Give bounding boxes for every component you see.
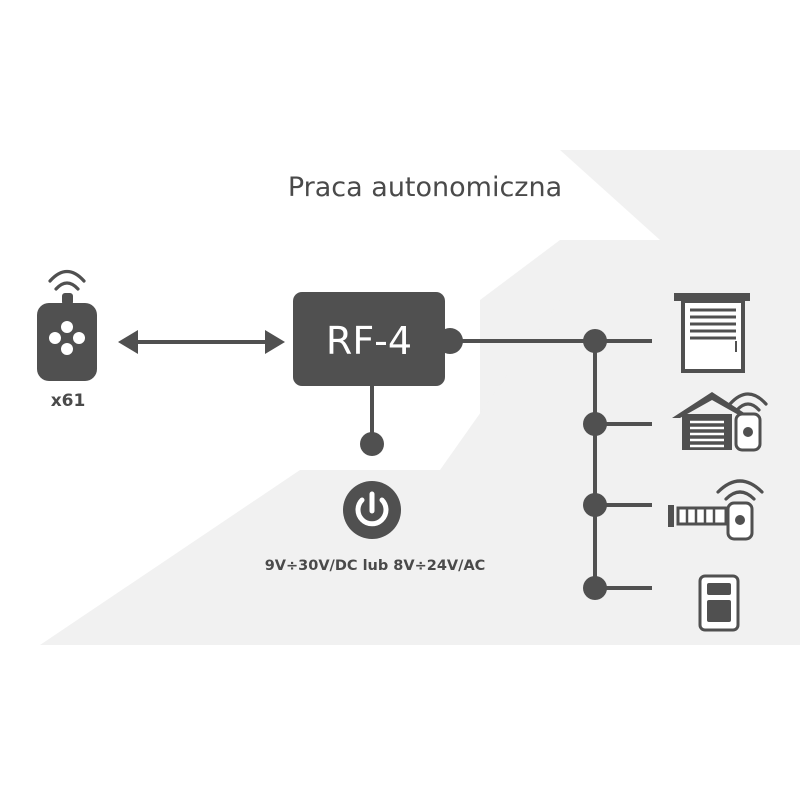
power-supply-label: 9V÷30V/DC lub 8V÷24V/AC xyxy=(264,558,486,574)
gate-icon xyxy=(668,479,764,541)
power-icon xyxy=(343,481,401,539)
bidirectional-arrow xyxy=(118,330,285,354)
remote-count-label: x61 xyxy=(50,391,86,411)
module-label: RF-4 xyxy=(326,319,412,363)
bus-wiring xyxy=(440,329,652,600)
roller-blind-icon xyxy=(674,293,750,373)
remote-control-icon xyxy=(37,269,97,381)
diagram-title: Praca autonomiczna xyxy=(287,172,563,203)
garage-door-icon xyxy=(672,392,768,452)
rf4-module: RF-4 xyxy=(293,292,463,456)
intercom-icon xyxy=(698,574,740,632)
